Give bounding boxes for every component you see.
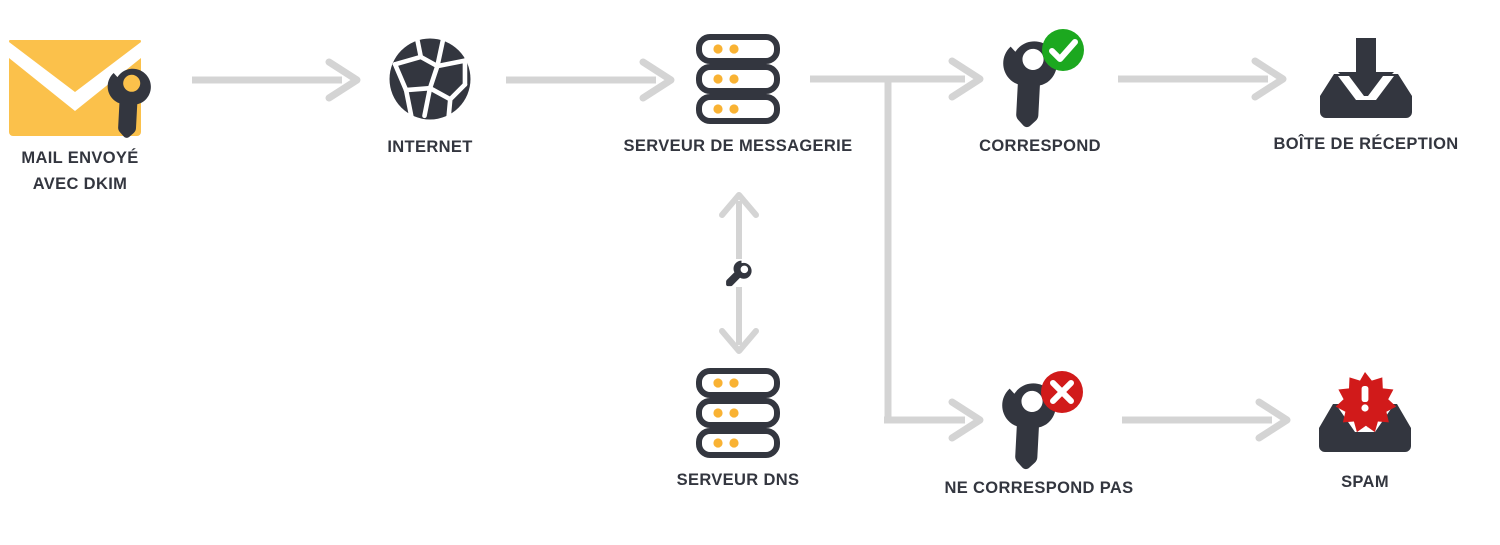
node-internet: INTERNET [330, 33, 530, 161]
connector-mailserver-branch-split [810, 57, 1000, 450]
node-label-internet: INTERNET [387, 138, 473, 156]
node-mail-sent-dkim: MAIL ENVOYÉ AVEC DKIM [9, 28, 151, 197]
node-spam: SPAM [1300, 372, 1430, 496]
key-check-icon [988, 28, 1092, 128]
spam-tray-icon [1315, 372, 1415, 460]
node-label-inbox: BOÎTE DE RÉCEPTION [1273, 135, 1459, 153]
connector-mailserver-dns-lookup [714, 192, 764, 354]
cross-badge-icon [1041, 371, 1083, 413]
server-icon [696, 34, 780, 124]
node-mail-server: SERVEUR DE MESSAGERIE [612, 34, 864, 160]
node-no-match: NE CORRESPOND PAS [932, 370, 1146, 502]
key-cross-icon [987, 370, 1091, 470]
node-label-no-match: NE CORRESPOND PAS [944, 479, 1134, 497]
node-label-mail-sent-dkim: MAIL ENVOYÉ AVEC DKIM [21, 149, 139, 193]
node-dns-server: SERVEUR DNS [668, 368, 808, 494]
envelope-with-key-icon [5, 28, 155, 138]
connector-match-to-inbox [1118, 57, 1288, 101]
key-icon [726, 260, 752, 287]
globe-icon [384, 33, 476, 125]
server-icon [696, 368, 780, 458]
connector-mail-to-internet [192, 58, 362, 102]
node-match: CORRESPOND [952, 28, 1128, 160]
node-label-mail-server: SERVEUR DE MESSAGERIE [623, 137, 853, 155]
node-inbox: BOÎTE DE RÉCEPTION [1260, 34, 1472, 158]
connector-nomatch-to-spam [1122, 398, 1292, 442]
connector-internet-to-mailserver [506, 58, 676, 102]
check-badge-icon [1042, 29, 1084, 71]
inbox-download-icon [1316, 34, 1416, 122]
node-label-match: CORRESPOND [979, 137, 1101, 155]
spam-burst-icon [1335, 372, 1397, 433]
node-label-spam: SPAM [1341, 473, 1389, 491]
node-label-dns-server: SERVEUR DNS [676, 471, 800, 489]
